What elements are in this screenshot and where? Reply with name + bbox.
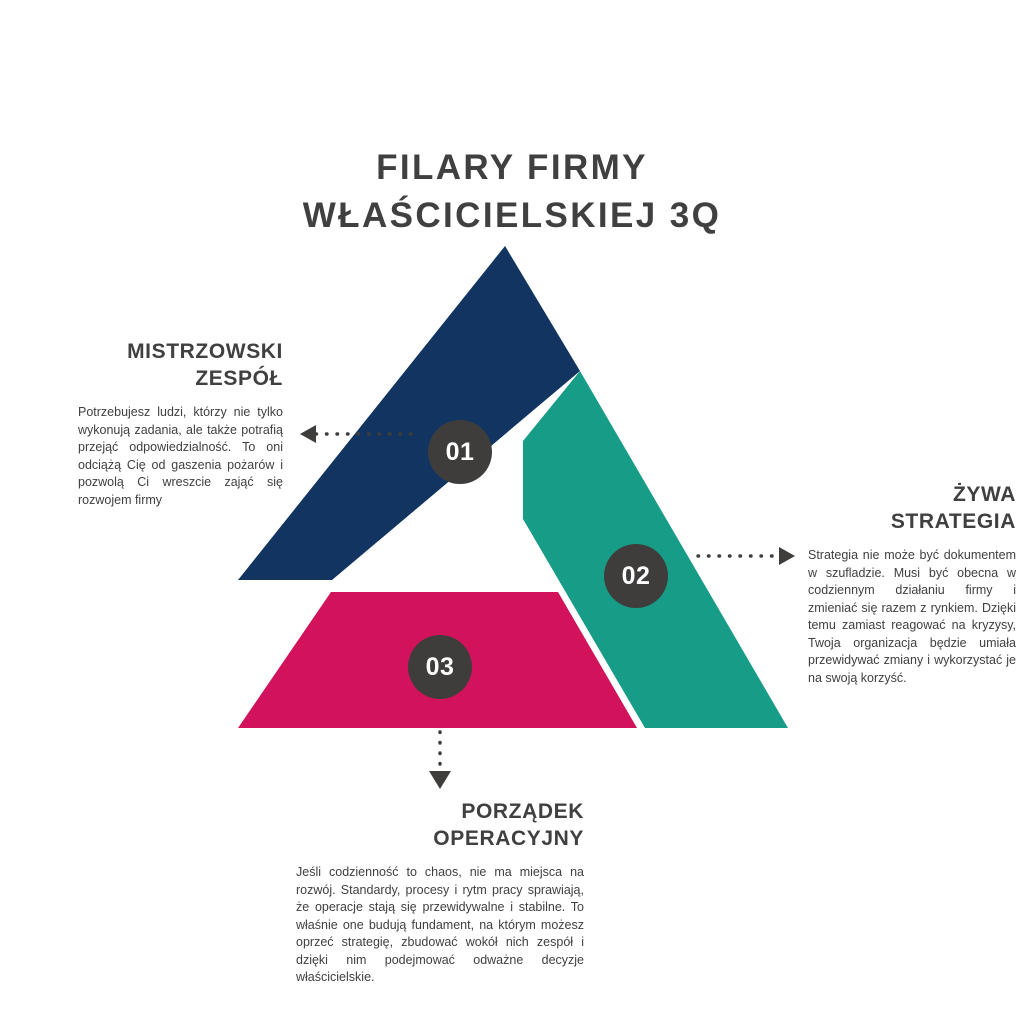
- pillar-heading-03: PORZĄDEK OPERACYJNY: [433, 800, 584, 850]
- pillar-badge-03[interactable]: 03: [408, 635, 472, 699]
- pillar-heading-01: MISTRZOWSKI ZESPÓŁ: [127, 340, 283, 390]
- pillar-badge-label-01: 01: [445, 437, 475, 466]
- pillar-shape-02[interactable]: [523, 371, 788, 728]
- arrowhead-left-icon: [300, 425, 316, 443]
- pillar-text-block-03: PORZĄDEK OPERACYJNY Jeśli codzienność to…: [296, 798, 584, 987]
- pillar-badge-label-02: 02: [621, 561, 651, 590]
- connector-02: [696, 547, 795, 565]
- pillar-badge-02[interactable]: 02: [604, 544, 668, 608]
- pillar-shape-01[interactable]: [238, 246, 580, 580]
- pillar-text-block-02: ŻYWA STRATEGIA Strategia nie może być do…: [808, 481, 1016, 687]
- page-title: FILARY FIRMY WŁAŚCICIELSKIEJ 3Q: [302, 148, 722, 235]
- arrowhead-right-icon: [779, 547, 795, 565]
- arrowhead-down-icon: [429, 771, 451, 789]
- pillar-heading-02: ŻYWA STRATEGIA: [890, 483, 1016, 533]
- pillar-body-03: Jeśli codzienność to chaos, nie ma miejs…: [296, 865, 584, 984]
- connector-03: [429, 730, 451, 789]
- pillar-body-01: Potrzebujesz ludzi, którzy nie tylko wyk…: [78, 405, 283, 507]
- pillar-text-block-01: MISTRZOWSKI ZESPÓŁ Potrzebujesz ludzi, k…: [78, 338, 283, 509]
- pillar-body-02: Strategia nie może być dokumentem w szuf…: [808, 548, 1016, 685]
- pillar-badge-label-03: 03: [425, 652, 455, 681]
- pillar-badge-01[interactable]: 01: [428, 420, 492, 484]
- connector-01: [300, 425, 413, 443]
